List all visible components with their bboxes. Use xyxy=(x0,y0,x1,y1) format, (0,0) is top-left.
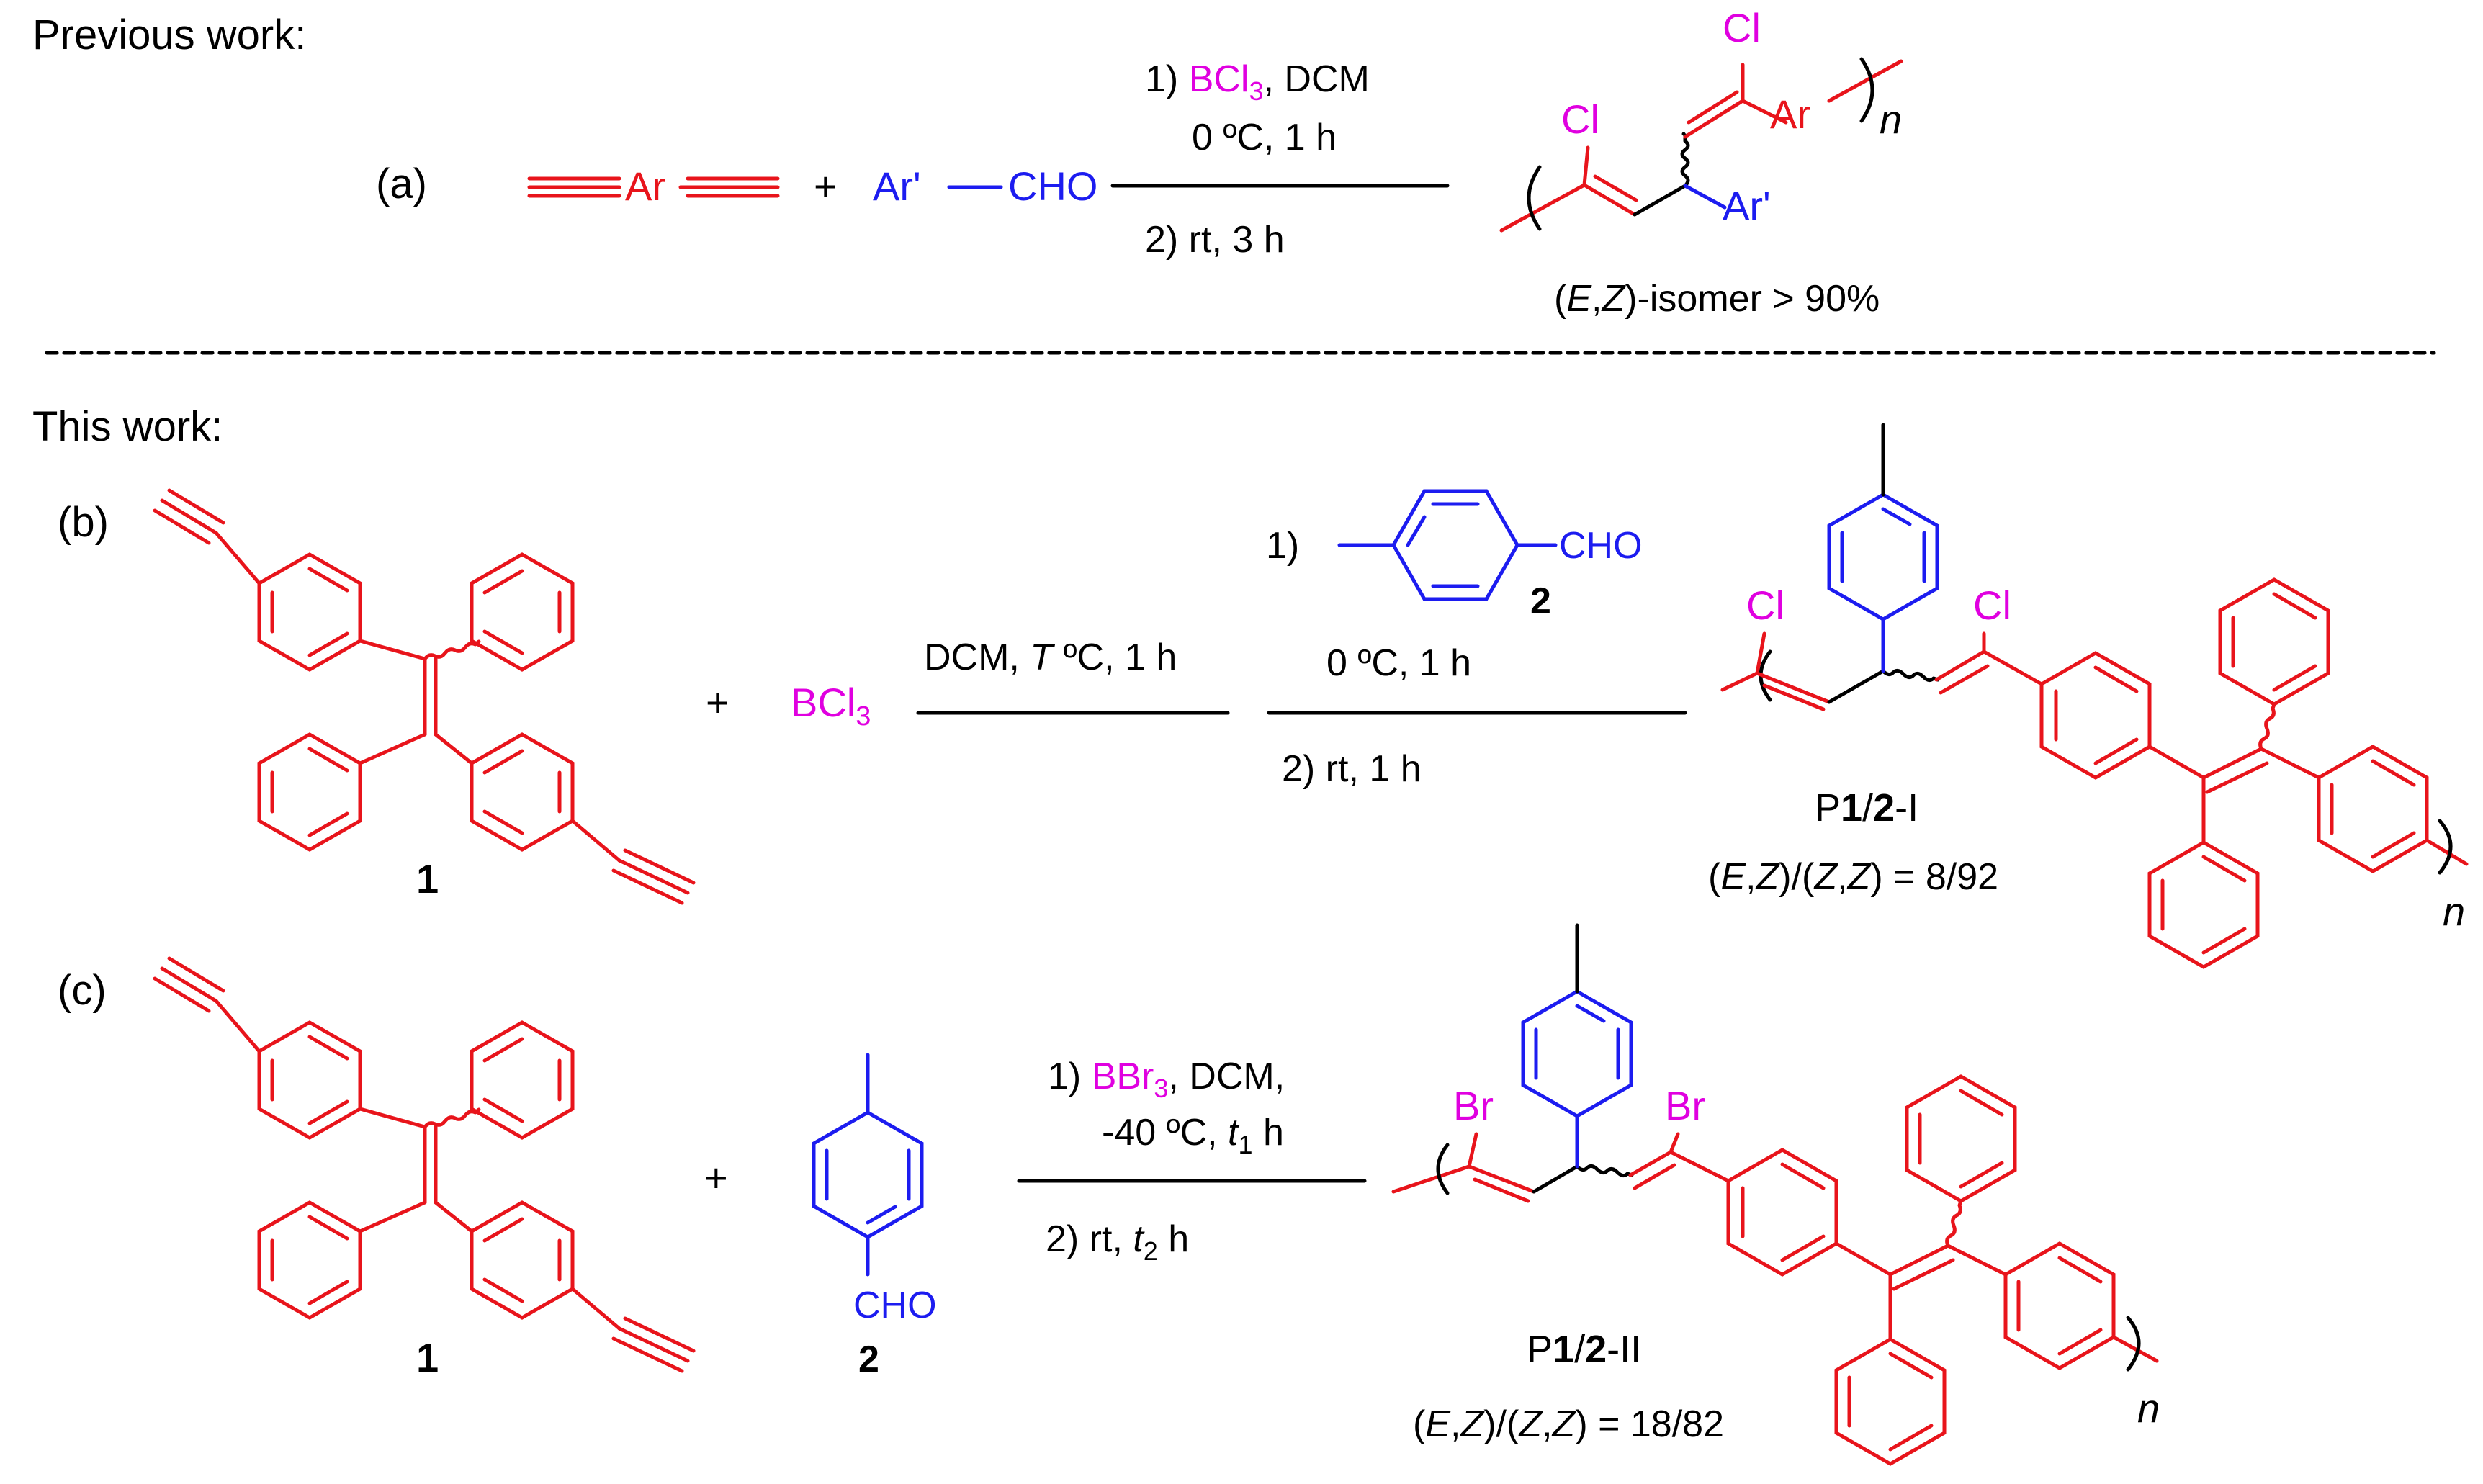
cho-label-c: CHO xyxy=(853,1285,937,1326)
conditions-c-step1: 1) BBr3, DCM, xyxy=(1048,1056,1285,1103)
compound-label-1-b: 1 xyxy=(416,856,439,901)
br-label-c-left: Br xyxy=(1453,1083,1494,1128)
compound-label-2-b: 2 xyxy=(1530,580,1551,622)
ar-prime-label-a-product: Ar' xyxy=(1723,183,1771,228)
cl-label-b-left: Cl xyxy=(1746,583,1784,628)
ar-prime-label-a: Ar' xyxy=(873,163,921,209)
monomer-1-structure-c xyxy=(153,956,696,1373)
n-label-c: n xyxy=(2137,1385,2160,1431)
br-label-c-right: Br xyxy=(1665,1083,1705,1128)
polymer-product-b xyxy=(1720,423,2469,969)
cho-label-b: CHO xyxy=(1559,525,1643,567)
diyne-monomer-a: Ar xyxy=(527,163,780,209)
polymer-product-c xyxy=(1391,923,2159,1466)
cl-label-a-right: Cl xyxy=(1723,5,1761,50)
ar-label-a-product: Ar xyxy=(1770,91,1810,137)
this-work-heading: This work: xyxy=(32,403,223,450)
cho-label-a: CHO xyxy=(1008,163,1097,209)
ratio-b: (E,Z)/(Z,Z) = 8/92 xyxy=(1708,856,1998,898)
aldehyde-2-structure-c xyxy=(812,1053,924,1277)
plus-a: + xyxy=(814,163,838,209)
compound-label-1-c: 1 xyxy=(416,1335,439,1380)
conditions-b-step2: 2) rt, 1 h xyxy=(1282,748,1422,790)
plus-c: + xyxy=(704,1155,728,1200)
plus-b: + xyxy=(706,680,729,725)
ar-label-a: Ar xyxy=(625,163,665,209)
compound-label-2-c: 2 xyxy=(858,1339,879,1380)
product-name-b: P1/2-I xyxy=(1815,786,1918,829)
aldehyde-2-structure-b xyxy=(1337,489,1558,601)
conditions-b-first: DCM, T ºC, 1 h xyxy=(924,637,1177,678)
tag-a: (a) xyxy=(376,161,427,207)
product-name-c: P1/2-II xyxy=(1527,1328,1641,1371)
conditions-a-step1: 1) BCl3, DCM xyxy=(1145,58,1370,106)
conditions-b-temp: 0 ºC, 1 h xyxy=(1326,642,1471,684)
step1-number-b: 1) xyxy=(1266,525,1299,567)
ratio-c: (E,Z)/(Z,Z) = 18/82 xyxy=(1413,1403,1724,1445)
n-label-b: n xyxy=(2443,889,2465,934)
tag-b: (b) xyxy=(58,499,109,546)
conditions-a-step2: 2) rt, 3 h xyxy=(1145,219,1285,261)
polymer-product-a xyxy=(1499,57,1903,233)
monomer-1-structure-b xyxy=(153,488,696,905)
conditions-c-step2: 2) rt, t2 h xyxy=(1046,1218,1189,1266)
cl-label-a-left: Cl xyxy=(1561,96,1599,142)
aldehyde-a: Ar' CHO xyxy=(873,163,1097,209)
conditions-c-temp: -40 ºC, t1 h xyxy=(1102,1112,1284,1159)
cl-label-b-right: Cl xyxy=(1973,583,2011,628)
tag-c: (c) xyxy=(58,967,107,1014)
bcl3-label-b: BCl3 xyxy=(791,680,871,732)
isomer-note-a: (E,Z)-isomer > 90% xyxy=(1554,278,1880,320)
conditions-a-temp: 0 ºC, 1 h xyxy=(1192,117,1337,158)
previous-work-heading: Previous work: xyxy=(32,12,306,58)
n-label-a: n xyxy=(1880,96,1902,142)
